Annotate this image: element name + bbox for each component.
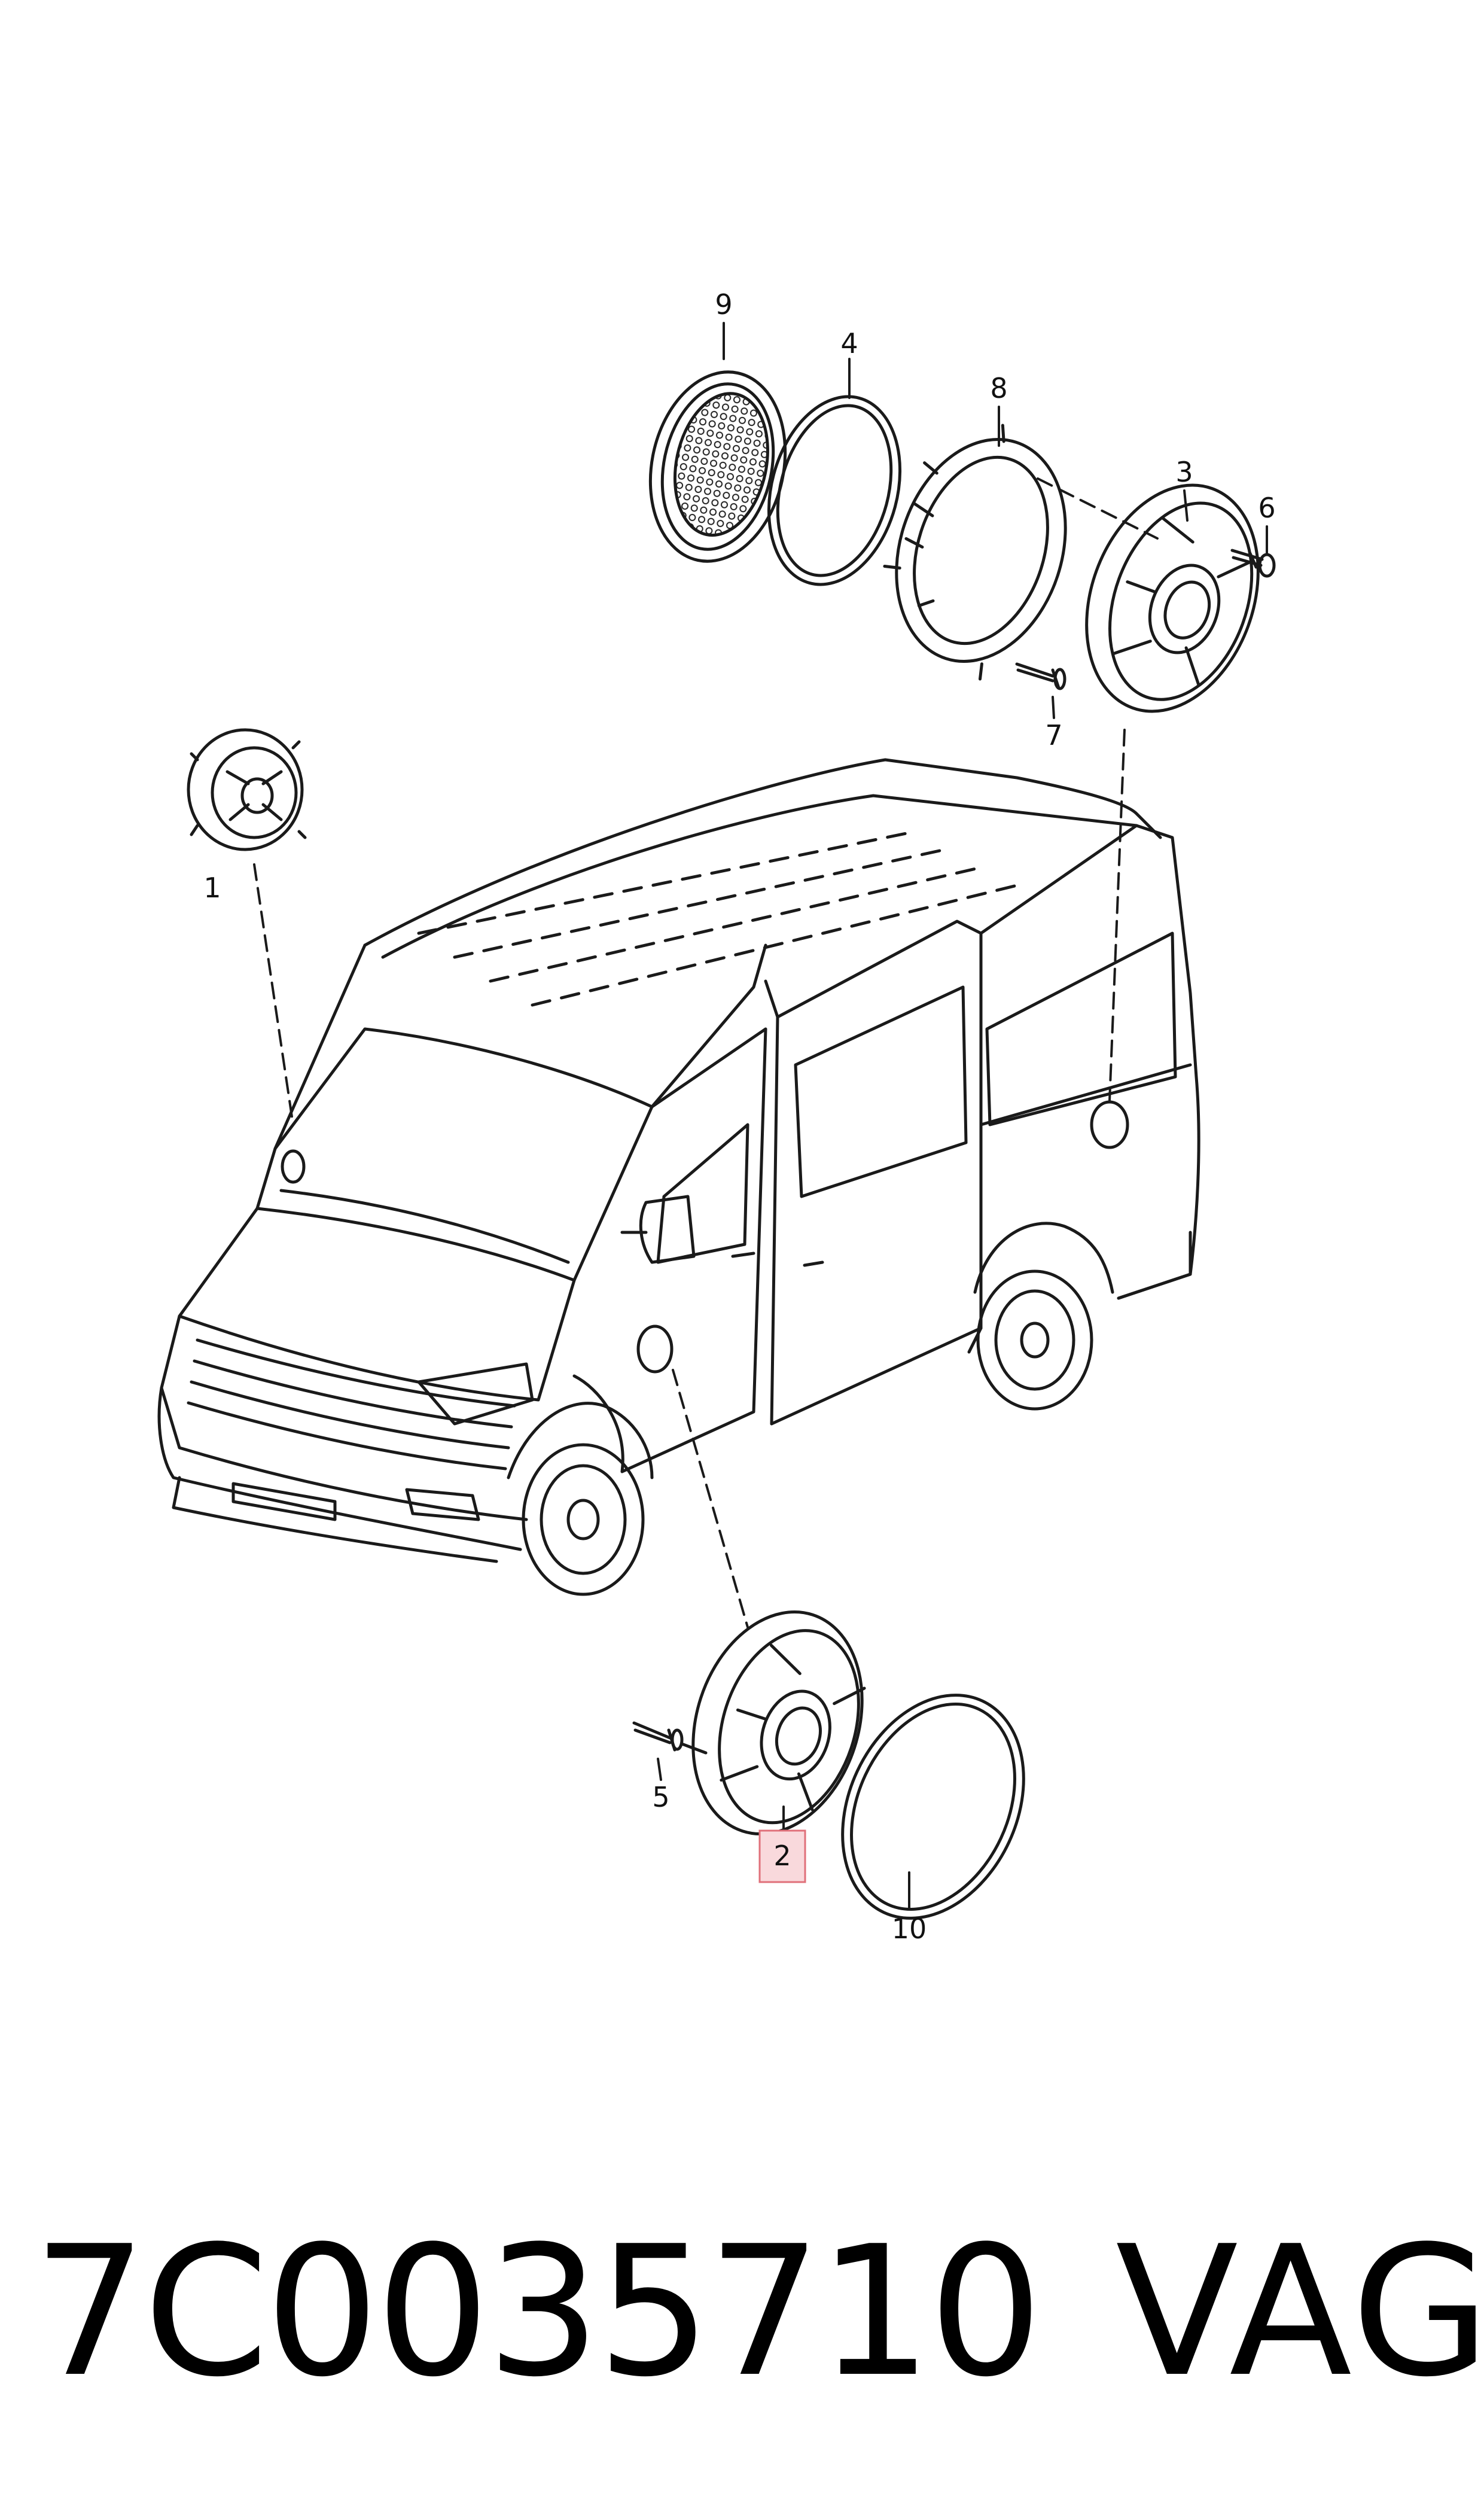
- part-5-rivet: [632, 1721, 708, 1755]
- part-3-speaker: [1085, 483, 1260, 713]
- callout-4: 4: [840, 327, 858, 360]
- part-1-tweeter: [187, 728, 307, 851]
- van-illustration: [157, 758, 1200, 1596]
- callout-labels: 9 4 8 3 6 7 1 5 2 10: [203, 288, 1275, 1945]
- leader-lines: [253, 477, 1159, 1628]
- callout-8: 8: [990, 372, 1007, 404]
- part-4-ring: [767, 395, 902, 586]
- part-10-ring: [841, 1694, 1025, 1920]
- part-7-rivet: [1015, 662, 1066, 690]
- callout-7: 7: [1045, 719, 1062, 751]
- callout-1: 1: [203, 872, 221, 904]
- callout-highlight-box: [758, 1829, 806, 1883]
- callout-leaders: [657, 322, 1268, 1910]
- product-caption: 7C0035710 VAG: [33, 2208, 1484, 2416]
- part-8-adapter: [883, 424, 1067, 681]
- part-2-speaker: [691, 1610, 866, 1835]
- callout-6: 6: [1258, 492, 1275, 524]
- brand-name: VAG: [1116, 2208, 1484, 2416]
- callout-2: 2: [773, 1840, 791, 1872]
- callout-5: 5: [652, 1781, 669, 1813]
- callout-3: 3: [1175, 456, 1193, 488]
- callout-10: 10: [892, 1913, 927, 1945]
- part-number: 7C0035710: [33, 2208, 1043, 2416]
- callout-9: 9: [715, 288, 732, 321]
